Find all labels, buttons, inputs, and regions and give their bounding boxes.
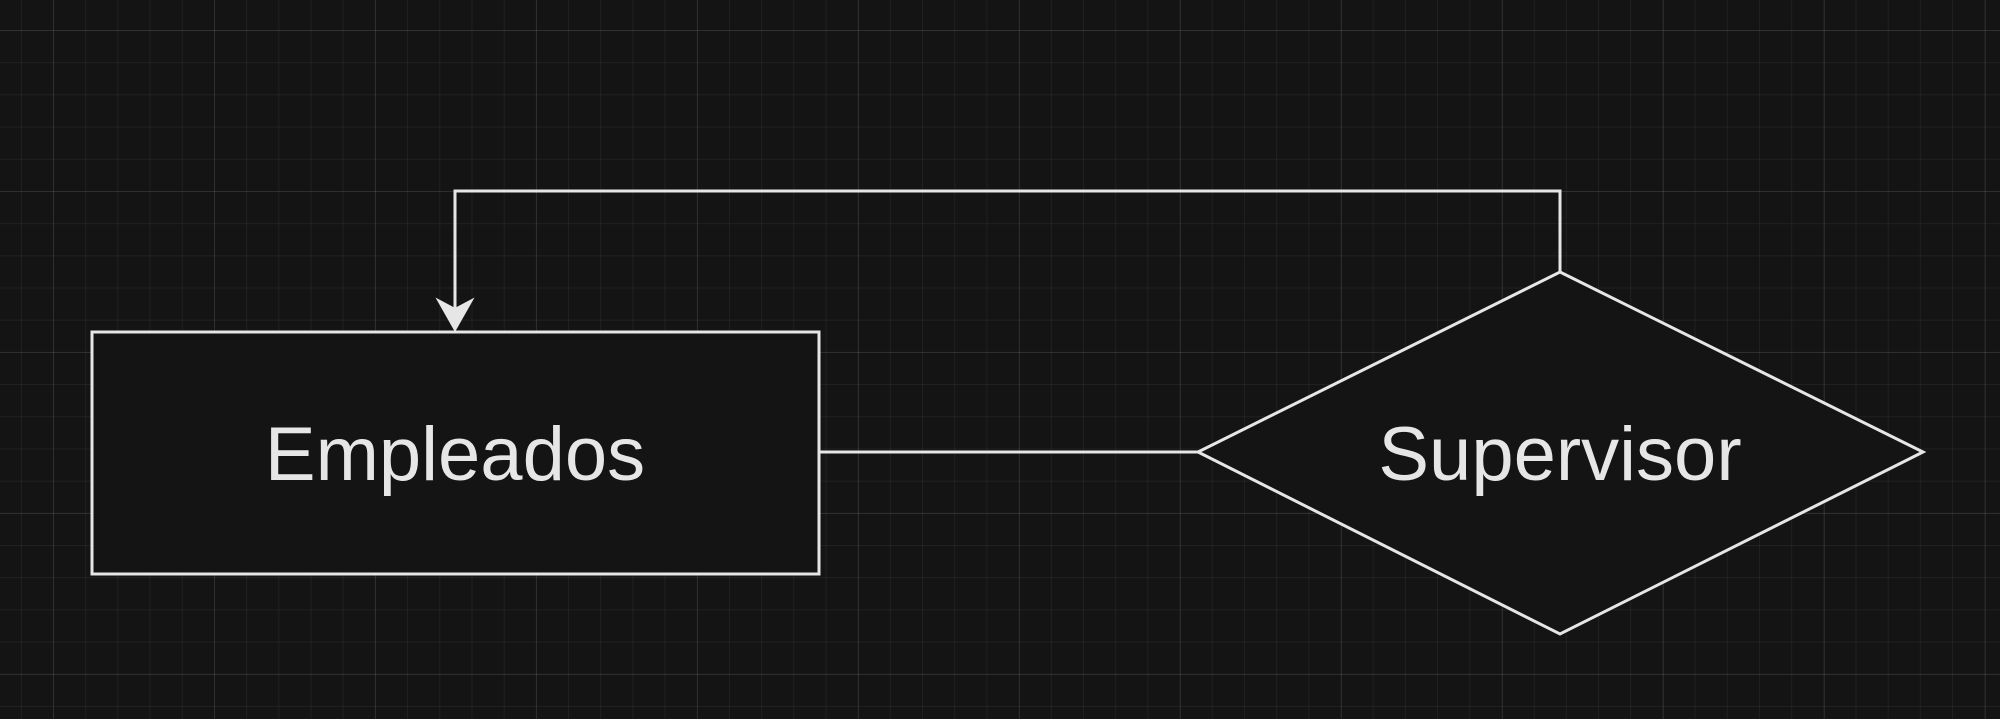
arrowhead-icon	[435, 297, 475, 333]
entity-box[interactable]	[90, 330, 821, 576]
relationship-diamond[interactable]	[1194, 270, 1927, 636]
relationship-supervisor[interactable]: Supervisor	[1194, 270, 1927, 636]
relationship-label: Supervisor	[1378, 412, 1741, 497]
entity-empleados[interactable]: Empleados	[90, 330, 821, 576]
entity-label: Empleados	[265, 412, 645, 497]
connector-supervisor-empleados-recursive[interactable]	[453, 189, 1562, 318]
